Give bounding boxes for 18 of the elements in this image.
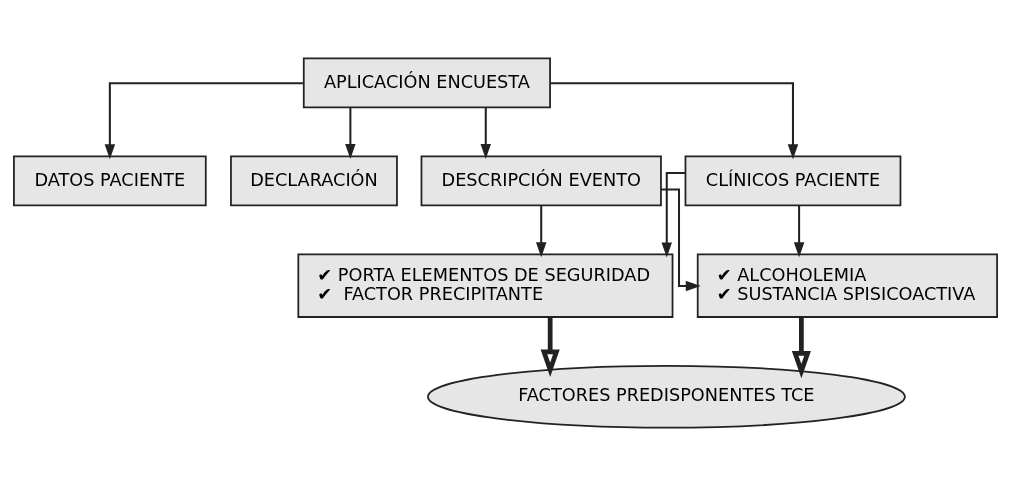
- arrow: [661, 187, 701, 291]
- arrow: [661, 171, 686, 257]
- arrow: [540, 316, 560, 377]
- arrow: [793, 205, 805, 257]
- node-box: ✔ PORTA ELEMENTOS DE SEGURIDAD ✔ FACTOR PRECIPITANTE: [297, 253, 674, 318]
- node-box: ✔ ALCOHOLEMIA ✔ SUSTANCIA SPISICOACTIVA: [696, 253, 998, 318]
- arrow: [480, 107, 491, 159]
- arrow: [791, 316, 811, 378]
- arrow: [550, 81, 799, 159]
- node-box: DESCRIPCIÓN EVENTO: [420, 155, 662, 206]
- node-box: DATOS PACIENTE: [13, 155, 207, 206]
- node-box: APLICACIÓN ENCUESTA: [302, 57, 551, 108]
- arrow: [104, 81, 304, 159]
- node-ellipse: FACTORES PREDISPONENTES TCE: [427, 364, 906, 429]
- node-box: DECLARACIÓN: [230, 155, 398, 206]
- arrow: [535, 205, 547, 257]
- arrow: [345, 107, 356, 159]
- node-box: CLÍNICOS PACIENTE: [684, 155, 902, 206]
